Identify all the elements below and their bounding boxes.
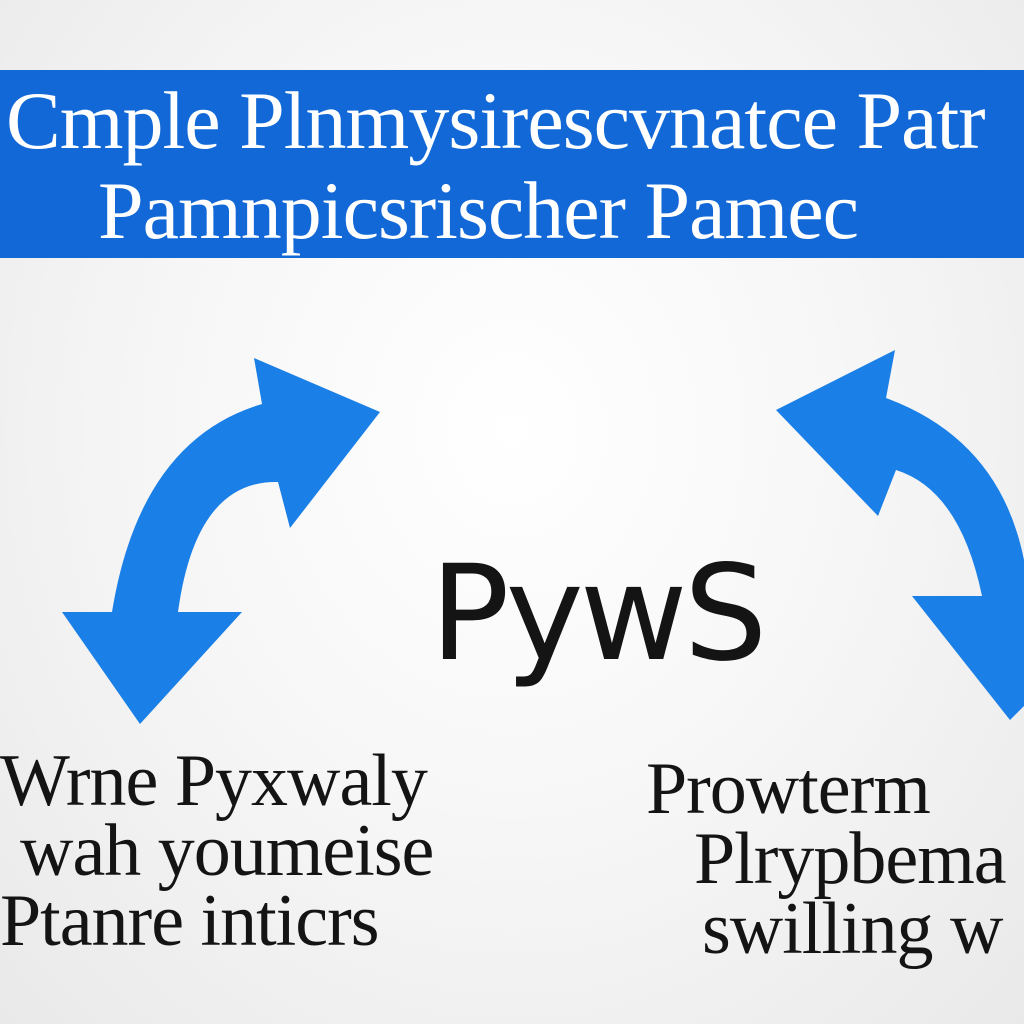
- right-upper-arrow-icon: [776, 350, 1024, 596]
- title-banner: Cmple Plnmysirescvnatce Patr Pamnpicsris…: [0, 70, 1024, 258]
- left-caption-line-3: Ptanre inticrs: [0, 880, 380, 962]
- right-caption-line-2: Plrypbema: [694, 818, 1007, 900]
- right-caption-line-1: Prowterm: [646, 748, 931, 830]
- right-caption-line-3: swilling w: [702, 888, 1003, 970]
- left-cycle-arrows-icon: [62, 358, 380, 724]
- banner-title-line-2: Pamnpicsrischer Pamec: [98, 165, 859, 256]
- right-lower-arrow-icon: [912, 596, 1024, 720]
- left-upper-arrow-icon: [112, 358, 380, 612]
- left-caption: Wrne Pyxwaly wah youmeise Ptanre inticrs: [0, 740, 434, 962]
- left-lower-arrow-icon: [62, 612, 242, 724]
- center-label: PywS: [430, 537, 767, 691]
- banner-title-line-1: Cmple Plnmysirescvnatce Patr: [6, 75, 986, 166]
- right-cycle-arrows-icon: [776, 350, 1024, 720]
- left-caption-line-2: wah youmeise: [20, 810, 434, 892]
- left-caption-line-1: Wrne Pyxwaly: [0, 740, 428, 822]
- right-caption: Prowterm Plrypbema swilling w: [646, 748, 1007, 970]
